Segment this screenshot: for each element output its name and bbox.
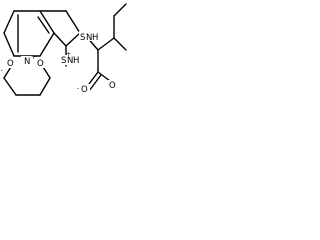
ring-bond — [3, 10, 15, 34]
atom-label-nitrogen-upper: N — [86, 33, 92, 43]
atom-label-sulfur-upper: S — [80, 33, 85, 43]
label-background — [80, 84, 90, 94]
charge-label-oxygen-acid: - — [77, 85, 79, 92]
fused-ring — [39, 10, 81, 47]
label-background — [6, 58, 16, 68]
charge-label-sulfur-lower: + — [66, 51, 71, 58]
chain-bond — [113, 3, 127, 17]
charge-label-oxygen-right: - — [44, 67, 46, 74]
label-background — [21, 56, 34, 66]
chain-bond — [97, 37, 115, 51]
atom-label-oxygen-carbonyl: O — [109, 81, 116, 91]
ring-bond — [65, 32, 81, 47]
chemical-structure-diagram: S N H S N H + N + O - O - O - O — [1, 3, 127, 96]
charge-label-nitrogen-ring: + — [31, 54, 36, 61]
chain-bond — [113, 37, 127, 51]
atom-label-nitrogen-lower: N — [67, 56, 73, 66]
ring-bond — [65, 10, 81, 34]
atom-label-oxygen-right: O — [37, 59, 44, 69]
atom-label-hydrogen-upper: H — [92, 33, 98, 43]
atom-label-nitrogen-ring: N — [24, 57, 30, 67]
side-chain — [65, 3, 127, 92]
ring-bond — [39, 77, 51, 96]
chain-double-bond — [88, 74, 102, 92]
charge-label-oxygen-left: - — [1, 67, 3, 74]
label-background — [108, 80, 118, 90]
label-background — [58, 55, 80, 65]
ring-bond — [39, 32, 55, 57]
atom-label-sulfur-lower: S — [61, 56, 66, 66]
ring-bond — [3, 77, 17, 96]
atom-label-oxygen-acid: O — [81, 85, 88, 95]
label-background — [36, 58, 46, 68]
label-background — [79, 31, 92, 41]
ring-bond — [53, 32, 67, 47]
ring-bond — [39, 10, 55, 34]
ring-double-bond — [37, 16, 50, 34]
ring-bond — [3, 32, 15, 57]
aromatic-ring — [3, 10, 55, 57]
atom-labels: S N H S N H + N + O - O - O - O — [1, 31, 118, 95]
atom-label-hydrogen-lower: H — [73, 56, 79, 66]
atom-label-oxygen-left: O — [7, 59, 14, 69]
